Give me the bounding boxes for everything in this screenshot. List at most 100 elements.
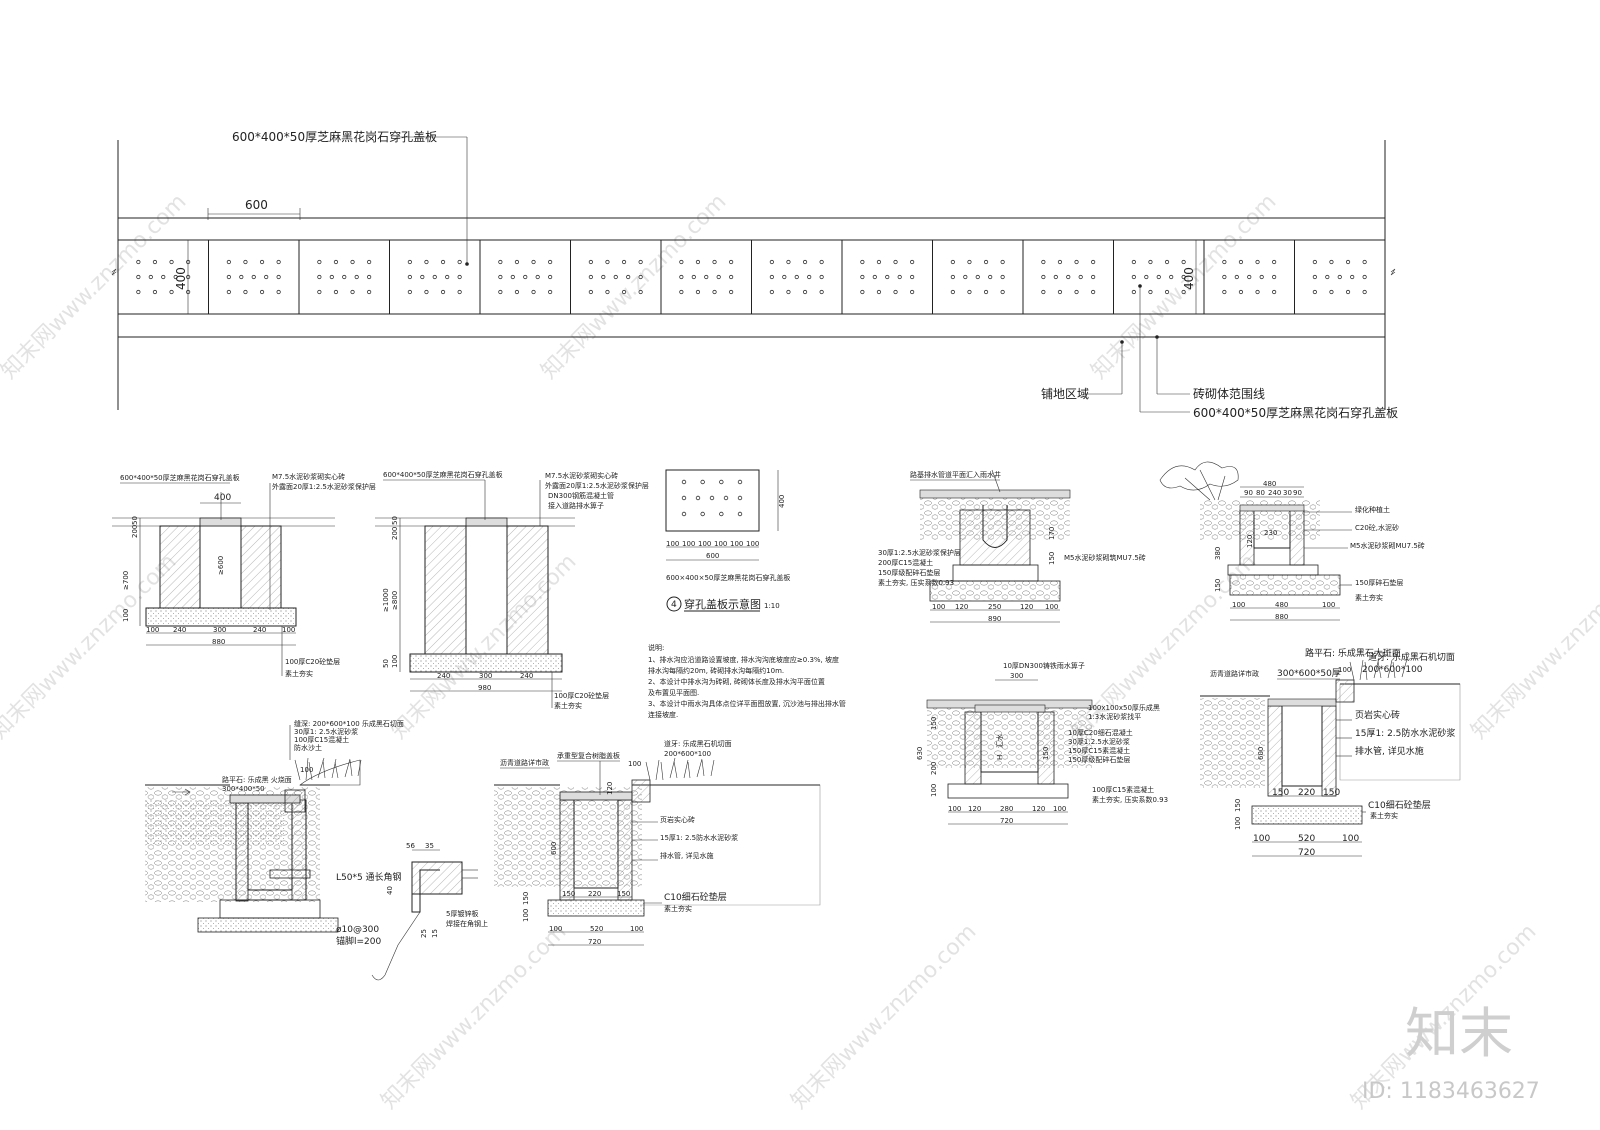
slab-hole bbox=[136, 274, 141, 280]
grass bbox=[294, 757, 362, 781]
sec-c-label-edge: 路平石: 乐成黑 火烧面 bbox=[222, 775, 292, 784]
plan-callout-paving: 铺地区域 bbox=[1041, 387, 1089, 401]
sec-a-dim-bottom: 240 bbox=[173, 626, 186, 634]
sec-h-label-base: C10细石砼垫层 bbox=[1368, 799, 1431, 811]
section-a: 600*400*50厚芝麻黑花岗石穿孔盖板 M7.5水泥砂浆砌实心砖 外露面20… bbox=[112, 472, 376, 678]
sec-h-dim-left: 150 bbox=[1234, 799, 1242, 812]
slab-hole bbox=[819, 289, 824, 295]
slab-hole bbox=[876, 259, 882, 265]
sec-b-base-note1: 100厚C20砼垫层 bbox=[554, 691, 609, 700]
slab-hole bbox=[1259, 274, 1264, 280]
sec-b-pipe-note2: 接入道路排水箅子 bbox=[548, 501, 604, 510]
slab-hole bbox=[243, 289, 248, 295]
sec-c-note: 30厚1: 2.5水泥砂浆 bbox=[294, 727, 358, 736]
slab-hole bbox=[1041, 289, 1046, 295]
sec-e-layer: 素土夯实, 压实系数0.93 bbox=[878, 578, 954, 587]
slab-hole bbox=[963, 274, 968, 280]
cover-hole bbox=[737, 495, 743, 501]
sec-e-dim-bottom: 100 bbox=[932, 603, 945, 611]
sec-e-right-note: M5水泥砂浆砌筑MU7.5砖 bbox=[1064, 553, 1146, 562]
slab-hole bbox=[712, 259, 717, 265]
sec-a-dim-bottom: 100 bbox=[282, 626, 295, 634]
sec-d-label-curb: 道牙: 乐成黑石机切面 bbox=[664, 739, 732, 748]
slab-hole bbox=[910, 274, 915, 280]
watermark-text: 知末网www.znzmo.com bbox=[387, 549, 582, 744]
slab-hole bbox=[782, 274, 787, 280]
slab-hole bbox=[1362, 259, 1367, 265]
sec-d-label-mortar: 15厚1: 2.5防水水泥砂浆 bbox=[660, 833, 738, 842]
slab-hole bbox=[1312, 274, 1317, 280]
slab-hole bbox=[1000, 289, 1005, 295]
slab-hole bbox=[716, 274, 721, 280]
sec-a-dim-base: 100 bbox=[122, 609, 130, 622]
sec-g-label-mid: H bbox=[996, 755, 1004, 760]
sec-f-dim-top: 90 bbox=[1293, 489, 1302, 497]
sec-a-dim-slab: 50 bbox=[131, 516, 139, 525]
sec-h-label-edge: 路平石: 乐成黑石大斑面 bbox=[1305, 647, 1401, 659]
sec-b-dim-base2: 50 bbox=[382, 659, 390, 668]
sec-f-right-note: 150厚碎石垫层 bbox=[1355, 578, 1403, 587]
slab-hole bbox=[548, 259, 553, 265]
cover-dim-bottom: 100 bbox=[730, 540, 743, 548]
slab-hole bbox=[498, 274, 503, 280]
sec-c-note: 缝深: 200*600*100 乐成黑石切面 bbox=[294, 719, 404, 728]
sec-f-dim-bottom: 100 bbox=[1322, 601, 1335, 609]
sec-d-label-brick: 页岩实心砖 bbox=[660, 815, 695, 824]
sec-b-dim-depth: ≥800 bbox=[391, 591, 399, 610]
sec-h-dim-inner: 150 bbox=[1272, 788, 1289, 798]
slab-hole bbox=[136, 259, 141, 265]
cover-title-no: 4 bbox=[671, 600, 677, 610]
slab-hole bbox=[1181, 259, 1186, 265]
sec-h-dim-top: 100 bbox=[1338, 666, 1351, 674]
break-mark bbox=[111, 268, 117, 276]
slab-hole bbox=[1144, 274, 1149, 280]
slab-hole bbox=[407, 259, 412, 265]
slab-hole bbox=[819, 259, 824, 265]
slab-hole bbox=[876, 289, 882, 295]
slab-hole bbox=[1325, 274, 1330, 280]
sec-h-label-brick: 页岩实心砖 bbox=[1355, 709, 1400, 721]
sec-e-label-top: 路基排水管道平面汇入雨水井 bbox=[910, 470, 1001, 479]
slab-hole bbox=[432, 274, 437, 280]
angle-label-bolt2: 焊接在角钢上 bbox=[446, 919, 488, 928]
slab-hole bbox=[1234, 274, 1239, 280]
sec-f-dim-top: 240 bbox=[1268, 489, 1281, 497]
slab-hole bbox=[535, 274, 540, 280]
sec-g-dim-left: 630 bbox=[916, 747, 924, 760]
slab-hole bbox=[1222, 259, 1227, 265]
sec-h-dim-mid: 600 bbox=[1257, 747, 1265, 760]
slab-hole bbox=[1000, 259, 1005, 265]
sec-b-dim-bottom: 300 bbox=[479, 672, 492, 680]
slab-hole bbox=[1131, 274, 1136, 280]
watermark-text: 知末网www.znzmo.com bbox=[0, 189, 191, 384]
sec-b-wall-note2: 外露面20厚1:2.5水泥砂浆保护层 bbox=[545, 481, 649, 490]
slab-hole bbox=[893, 259, 898, 265]
slab-hole bbox=[638, 259, 643, 265]
slab-hole bbox=[1362, 289, 1367, 295]
slab-hole bbox=[1312, 259, 1317, 265]
slab-hole bbox=[802, 259, 808, 265]
slab-hole bbox=[1238, 259, 1244, 265]
cover-bottom-dims: 100 100 100 100 100 100 bbox=[666, 540, 759, 548]
sec-d-label-road: 沥青道路详市政 bbox=[500, 758, 549, 767]
sec-d-label-grate: 承重型复合树脂盖板 bbox=[557, 751, 620, 760]
slab-hole bbox=[342, 274, 347, 280]
slab-hole bbox=[1156, 274, 1161, 280]
slab-hole bbox=[333, 259, 339, 265]
slab-hole bbox=[588, 259, 593, 265]
sec-a-base-note2: 素土夯实 bbox=[285, 669, 313, 678]
sec-b-wall-note: M7.5水泥砂浆砌实心砖 bbox=[545, 471, 618, 480]
sec-g-dim-bottom: 100 bbox=[948, 805, 961, 813]
sec-c-note: 防水沙土 bbox=[294, 743, 322, 752]
slab-hole bbox=[457, 289, 462, 295]
sec-d-dim-inner: 150 bbox=[562, 890, 575, 898]
sec-a-dim-depth: ≥600 bbox=[217, 556, 225, 575]
slab-hole bbox=[367, 274, 372, 280]
notes-line: 3、本设计中雨水沟具体点位详平面图放置, 沉沙池与排出排水管 bbox=[648, 699, 846, 708]
slab-hole bbox=[259, 259, 265, 265]
cover-hole bbox=[681, 495, 687, 501]
angle-dim-side: 40 bbox=[386, 886, 394, 895]
sec-d-dim-left1: 150 bbox=[522, 892, 530, 905]
sec-d-dim-left2: 100 bbox=[522, 909, 530, 922]
sec-a-dim-top: 400 bbox=[214, 493, 231, 503]
